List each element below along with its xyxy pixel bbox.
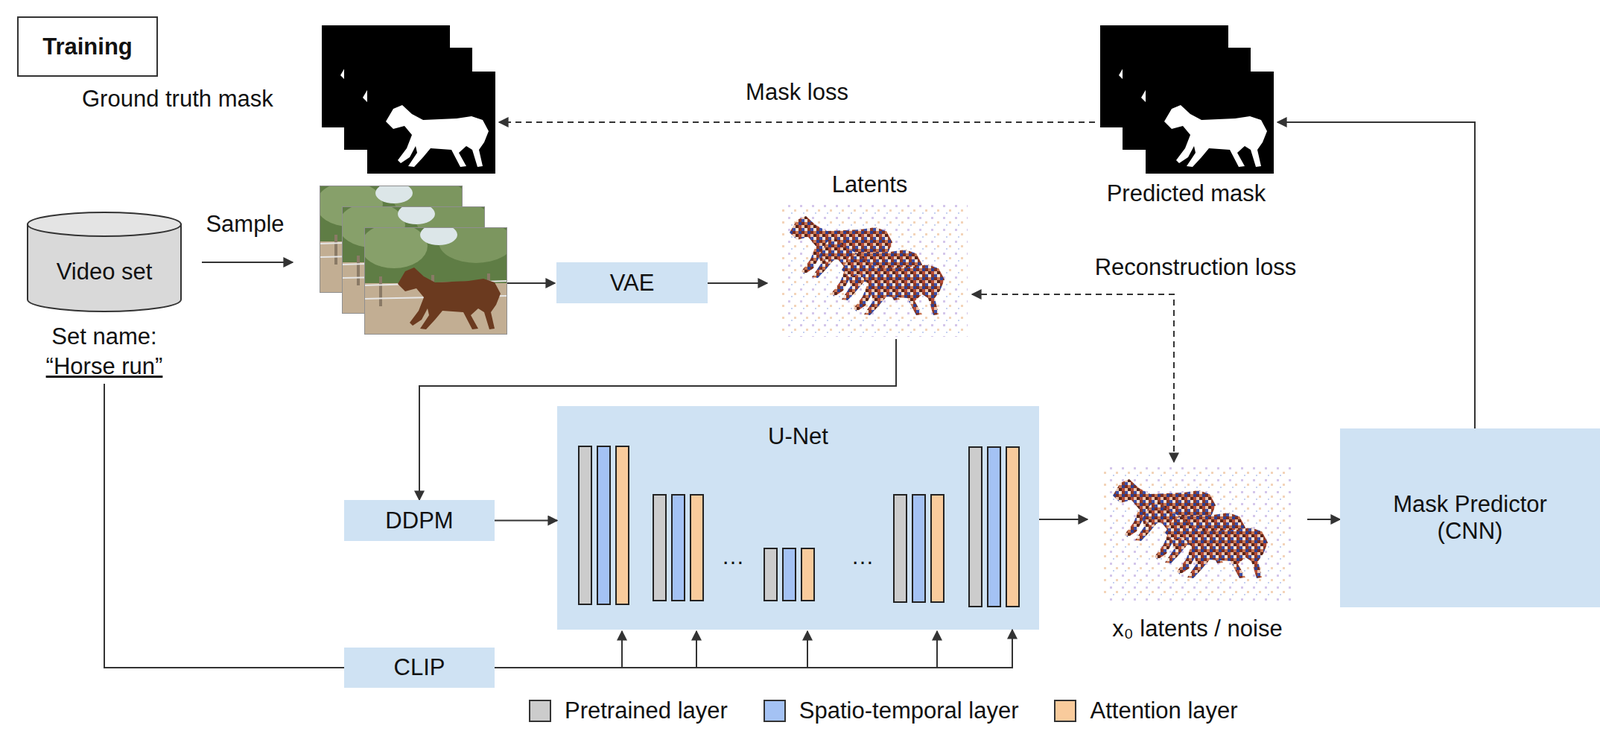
edge-label: Reconstruction loss: [1094, 254, 1297, 281]
legend-swatch: [1054, 699, 1077, 722]
clip-conditioning-arrows: [621, 630, 938, 669]
step-label: Sample: [205, 210, 284, 237]
stage-box: Training: [17, 16, 158, 77]
process-box: VAE: [556, 262, 708, 304]
unet-layers: [578, 446, 1019, 607]
flow-connector: [419, 338, 897, 500]
latents-image: [780, 204, 968, 337]
legend: Pretrained layer Spatio-temporal layer Att…: [528, 697, 1238, 725]
frames-to-vae-arrow: [507, 283, 555, 284]
edge-label: Mask loss: [745, 78, 849, 106]
node-text: Video set: [56, 258, 153, 286]
flow-connector: [494, 629, 1013, 668]
node-text: DDPM: [385, 507, 453, 535]
legend-item: Attention layer: [1054, 697, 1238, 725]
legend-item: Pretrained layer: [528, 697, 728, 725]
process-box: Mask Predictor (CNN): [1340, 428, 1600, 608]
predicted-masks: [1100, 25, 1274, 174]
node-text: Training: [42, 33, 133, 61]
flow-connector: [1277, 122, 1475, 429]
ground-truth-masks: [321, 25, 496, 174]
flow-connector: [707, 282, 768, 284]
label-holder: …: [851, 543, 875, 570]
node-text: Ground truth mask: [81, 85, 274, 113]
video-frames: [315, 179, 514, 335]
label-holder: Sample: [205, 210, 284, 238]
label-holder: …: [721, 543, 745, 570]
node-text: U-Net: [767, 423, 829, 450]
mask-stack: Ground truth mask: [74, 22, 500, 176]
process-box: CLIP: [344, 647, 495, 688]
network-band: U-Net: [557, 405, 1040, 630]
latent-image: x₀ latents / noise: [1087, 461, 1308, 649]
sample-arrow: [201, 262, 293, 263]
flow-connector: [104, 383, 345, 668]
node-text: Latents: [832, 171, 909, 199]
node-text: x₀ latents / noise: [1112, 615, 1282, 643]
video-set-cylinder: [27, 212, 182, 312]
loss-connector: [972, 294, 1174, 462]
edge-label-holder: Mask loss: [741, 78, 853, 106]
process-box: DDPM: [344, 499, 495, 541]
flow-connector: [1307, 518, 1341, 520]
node-text: Set name:: [51, 323, 157, 351]
legend-item: Spatio-temporal layer: [763, 697, 1019, 725]
ellipsis-label: …: [851, 543, 875, 570]
legend-text: Attention layer: [1089, 697, 1238, 725]
edge-label-holder: Reconstruction loss: [1090, 254, 1302, 281]
latent-image: Latents: [767, 168, 973, 339]
flow-connector: [1039, 518, 1088, 520]
node-text: VAE: [610, 269, 655, 297]
node-text: CLIP: [394, 654, 446, 681]
legend-text: Spatio-temporal layer: [799, 697, 1019, 725]
unet-band: [557, 405, 1040, 630]
database-cylinder: Video setSet name:“Horse run”: [27, 212, 182, 384]
legend-text: Pretrained layer: [564, 697, 728, 725]
node-text: Mask Predictor (CNN): [1377, 490, 1564, 544]
node-text: “Horse run”: [46, 353, 164, 380]
loss-connector: [499, 121, 1095, 123]
flow-connector: [494, 519, 558, 522]
node-text: Predicted mask: [1106, 180, 1267, 208]
legend-swatch: [528, 699, 552, 722]
x0-latents-image: [1103, 467, 1291, 602]
ellipsis-label: …: [721, 543, 745, 570]
mask-stack: Predicted mask: [1094, 22, 1278, 211]
legend-swatch: [763, 699, 786, 722]
